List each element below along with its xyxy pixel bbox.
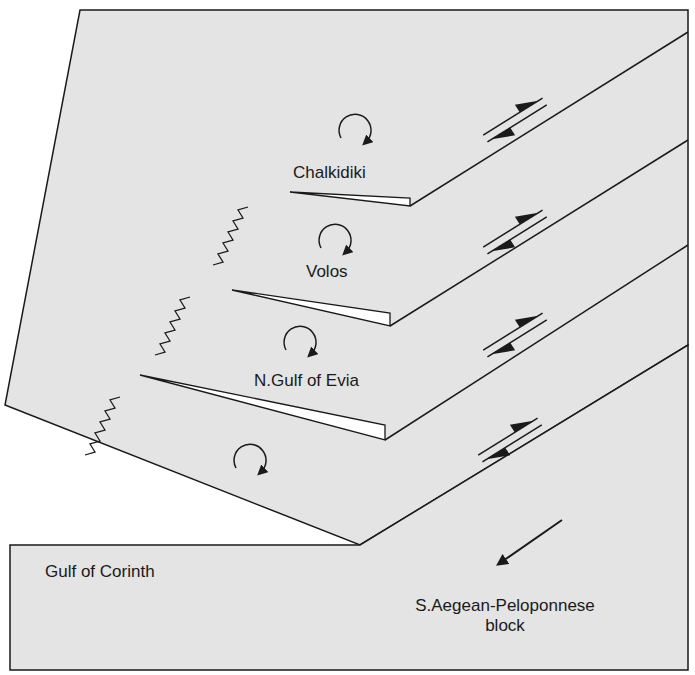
- place-label: Volos: [306, 262, 348, 282]
- zigzag-line: [85, 207, 248, 455]
- strike-slip-symbol: [473, 410, 546, 469]
- strike-slip-symbol: [478, 202, 551, 261]
- fault-line: [410, 32, 688, 206]
- place-label: Gulf of Corinth: [45, 562, 155, 582]
- motion-arrow: [500, 520, 562, 563]
- block-label: S.Aegean-Peloponnese block: [410, 596, 600, 637]
- rotation-symbol: [234, 114, 371, 472]
- place-label: Chalkidiki: [293, 163, 366, 183]
- strike-slip-symbol: [478, 90, 551, 149]
- block-outline: [10, 345, 688, 670]
- fault-line: [385, 245, 688, 440]
- strike-slip-symbol: [478, 305, 551, 364]
- gulf-wedge: [232, 290, 390, 326]
- place-label: N.Gulf of Evia: [254, 371, 359, 391]
- gulf-wedge: [290, 192, 410, 206]
- fault-line: [390, 140, 688, 326]
